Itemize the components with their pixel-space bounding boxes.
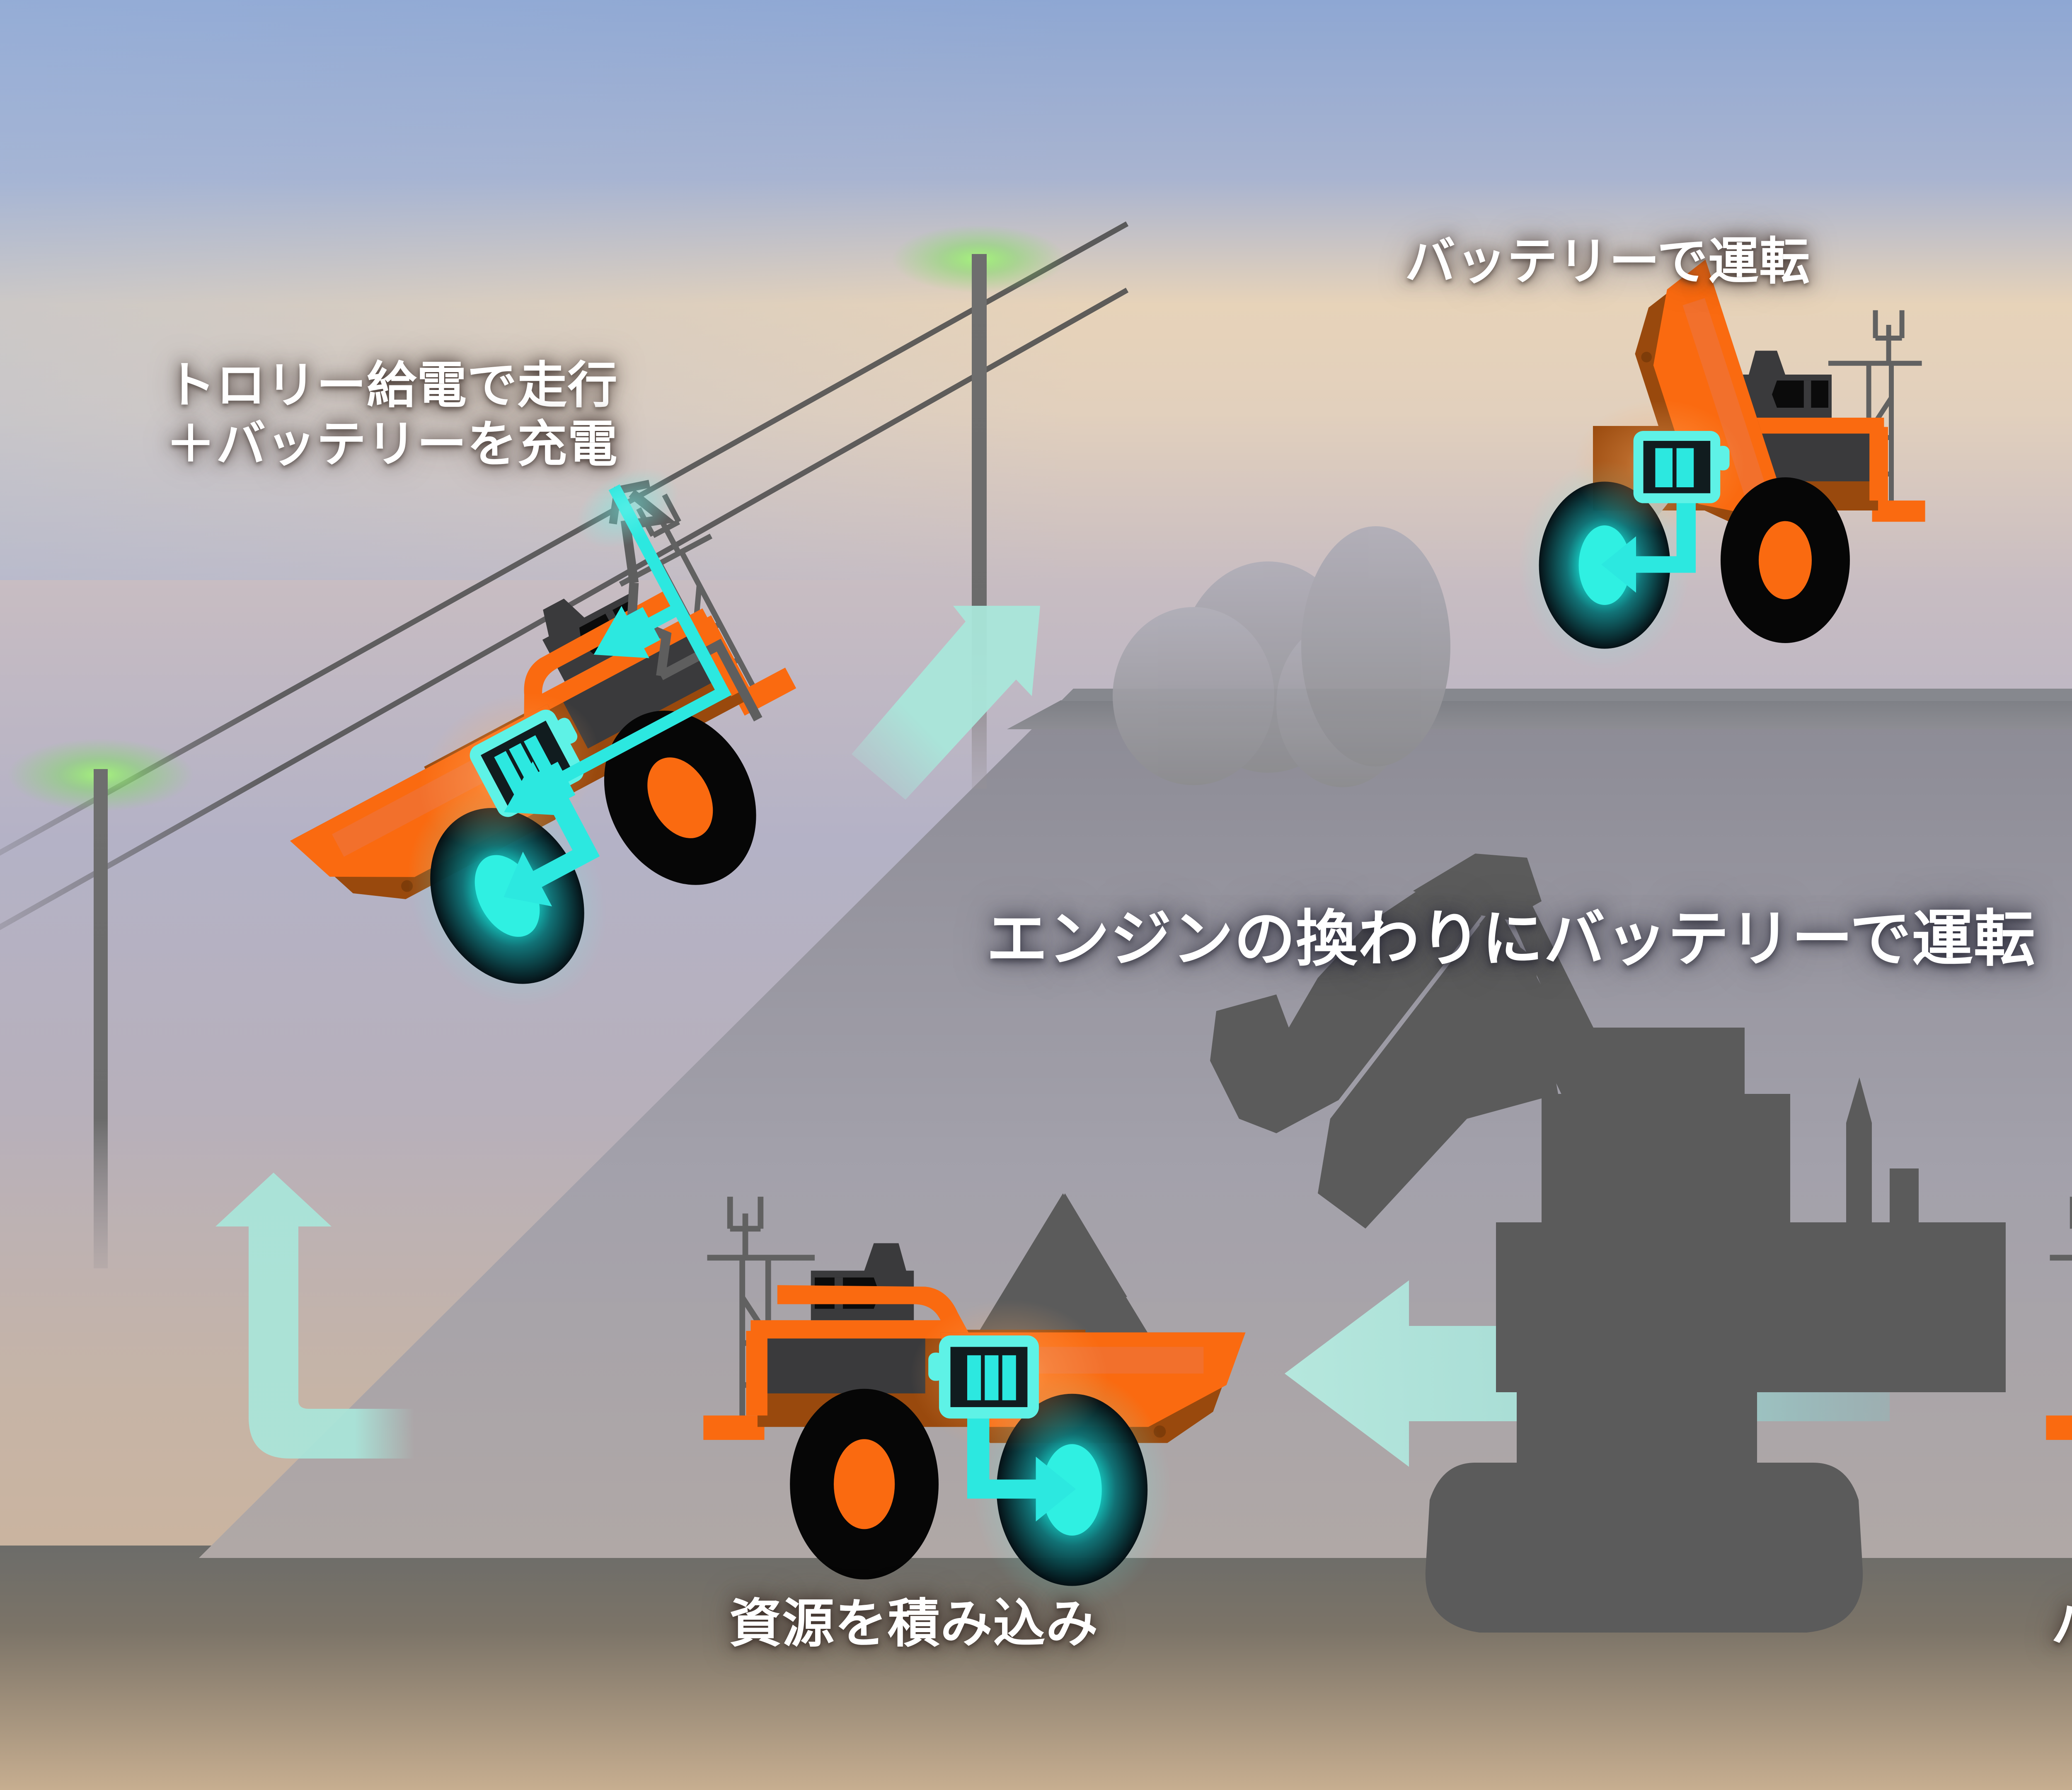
- truck-battery-drive: [1518, 259, 1925, 670]
- flow-arrow-icon: [1601, 484, 1696, 593]
- excavator-stack-2: [1890, 1168, 1919, 1247]
- label-battery-run: バッテリーで走行: [2051, 1593, 2072, 1655]
- excavator-stack: [1846, 1077, 1872, 1247]
- label-loading: 資源を積み込み: [729, 1594, 1099, 1653]
- excavator-boom: [1318, 920, 1558, 1229]
- excavator-stick-2: [1508, 899, 1639, 1154]
- pantograph-spark-glow: [576, 468, 678, 548]
- flow-arrow-icon: [504, 761, 576, 816]
- battery-pack-icon: [1633, 431, 1730, 503]
- excavator-stick: [1479, 903, 1616, 1156]
- page-title: エンジンの換わりにバッテリーで運転: [986, 905, 2036, 973]
- trolley-pole-icon: [7, 738, 194, 1268]
- flow-arrow-left-up: [215, 1173, 414, 1459]
- label-trolley: トロリー給電で走行 ＋バッテリーを充電: [166, 358, 618, 472]
- excavator-bucket-top: [1413, 854, 1542, 920]
- flow-arrow-icon: [593, 606, 661, 658]
- excavator-bucket: [1210, 891, 1481, 1133]
- flow-arrow-upright: [852, 606, 1040, 800]
- excavator-tracks: [1425, 1463, 1863, 1633]
- truck-trolley-charge: [210, 468, 873, 1075]
- excavator-undercarriage: [1517, 1388, 1757, 1467]
- excavator-body: [1496, 1222, 2006, 1392]
- label-battery-drive-top: バッテリーで運転: [1405, 233, 1811, 290]
